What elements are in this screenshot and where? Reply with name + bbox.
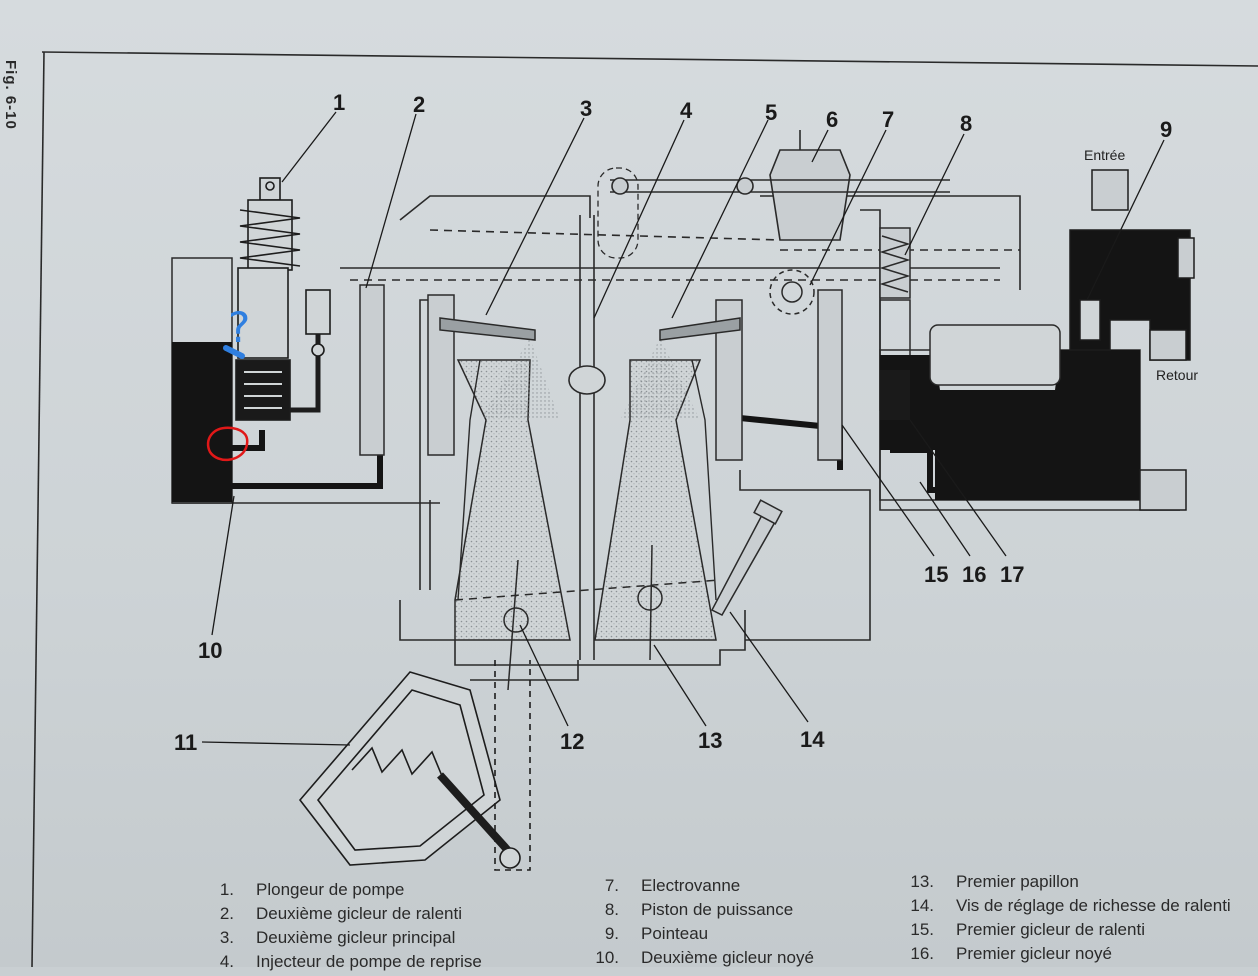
needle-valve-assembly xyxy=(1069,169,1195,511)
legend-item: 14.Vis de réglage de richesse de ralenti xyxy=(910,896,1231,915)
callout-numbers: 1 2 3 4 5 6 7 8 9 10 11 12 13 14 15 16 1… xyxy=(174,90,1198,755)
legend-item: 3.Deuxième gicleur principal xyxy=(219,928,456,947)
question-mark: ? xyxy=(228,303,250,352)
callout-10: 10 xyxy=(198,638,222,663)
legend-item: 13.Premier papillon xyxy=(910,872,1079,891)
pulldown-diaphragm xyxy=(298,660,531,871)
callout-8: 8 xyxy=(960,111,972,136)
callout-7: 7 xyxy=(882,107,894,132)
callout-5: 5 xyxy=(765,100,777,125)
callout-13: 13 xyxy=(698,728,722,753)
callout-4: 4 xyxy=(680,98,693,123)
spray-right xyxy=(620,338,700,420)
callout-11: 11 xyxy=(174,730,197,755)
legend-column-2: 7.Electrovanne 8.Piston de puissance 9.P… xyxy=(575,876,814,972)
callout-9: 9 xyxy=(1160,117,1172,142)
callout-17: 17 xyxy=(1000,562,1024,587)
callout-3: 3 xyxy=(580,96,592,121)
legend-item: 4.Injecteur de pompe de reprise xyxy=(219,952,482,971)
vacuum-diaphragm xyxy=(610,130,950,241)
callout-15: 15 xyxy=(924,562,948,587)
pump-plunger xyxy=(235,177,331,421)
legend-item: 15.Premier gicleur de ralenti xyxy=(910,920,1145,939)
callout-2: 2 xyxy=(413,92,425,117)
callout-12: 12 xyxy=(560,729,584,754)
inlet-label: Entrée xyxy=(1084,147,1125,163)
electrovalve xyxy=(769,269,815,315)
callout-6: 6 xyxy=(826,107,838,132)
legend-item: 2.Deuxième gicleur de ralenti xyxy=(219,904,462,923)
return-label: Retour xyxy=(1156,367,1198,383)
legend-column-3: 13.Premier papillon 14.Vis de réglage de… xyxy=(890,872,1231,968)
linkage-outline xyxy=(597,167,639,259)
figure-label: Fig. 6-10 xyxy=(2,60,19,130)
callout-1: 1 xyxy=(333,90,345,115)
figure-frame xyxy=(31,51,1258,967)
left-fuel-chamber xyxy=(171,257,440,504)
red-circle-annotation xyxy=(206,426,249,461)
callout-14: 14 xyxy=(800,727,825,752)
callout-16: 16 xyxy=(962,562,986,587)
throttle-plates xyxy=(454,544,721,691)
right-float-chamber xyxy=(879,324,1141,501)
blue-annotation: ? xyxy=(223,303,250,359)
legend-item: 10.Deuxième gicleur noyé xyxy=(595,948,814,967)
legend-column-1: 1.Plongeur de pompe 2.Deuxième gicleur d… xyxy=(190,880,482,976)
central-tube xyxy=(470,215,606,681)
legend-item: 8.Piston de puissance xyxy=(604,900,794,919)
legend-item: 7.Electrovanne xyxy=(604,876,741,895)
spray-left xyxy=(480,338,560,420)
legend-item: 1.Plongeur de pompe xyxy=(219,880,405,899)
legend-item: 16.Premier gicleur noyé xyxy=(910,944,1112,963)
jets xyxy=(359,284,843,461)
idle-mixture-screw xyxy=(710,499,783,616)
leader-lines xyxy=(201,111,1165,746)
legend-item: 9.Pointeau xyxy=(604,924,709,943)
